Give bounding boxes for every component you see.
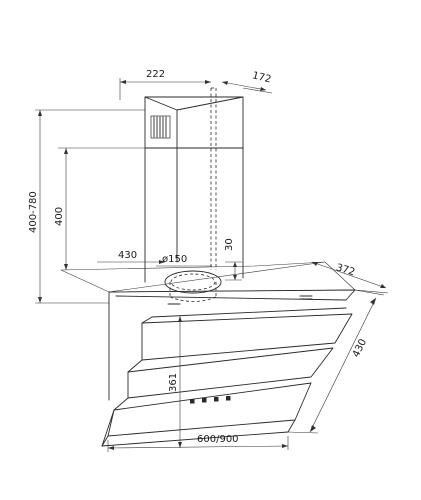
label-372: 372 (335, 262, 356, 278)
label-duct-diameter: ø150 (162, 254, 187, 265)
label-430-panel: 430 (351, 337, 369, 359)
label-430-mount: 430 (118, 250, 137, 261)
label-400-780: 400-780 (28, 191, 39, 233)
dim-panel-length: 430 (287, 289, 385, 434)
hood-body (101, 289, 356, 447)
dim-hood-depth: 372 (311, 261, 389, 294)
dim-chimney-depth: 172 (221, 70, 272, 94)
dim-total-height: 400-780 (28, 109, 145, 304)
dim-hood-width: 600/900 (107, 434, 289, 452)
label-222: 222 (146, 69, 165, 80)
dim-mount-width: 430 (97, 250, 165, 264)
vent-grille (150, 115, 171, 139)
dim-chimney-height: 400 (54, 147, 145, 270)
mount-plane (60, 261, 356, 293)
duct-ring (164, 270, 222, 302)
dim-duct-offset: 30 (224, 238, 242, 281)
chimney (144, 96, 244, 283)
label-30: 30 (224, 238, 235, 251)
label-172: 172 (251, 70, 272, 85)
duct-axis (210, 87, 217, 270)
dim-chimney-width: 222 (119, 69, 211, 100)
dim-hood-height: 361 (168, 316, 182, 448)
control-buttons (190, 396, 231, 404)
label-600-900: 600/900 (197, 434, 239, 445)
label-361: 361 (168, 373, 179, 392)
label-400: 400 (54, 207, 65, 226)
dim-duct-diameter: ø150 (156, 254, 212, 267)
